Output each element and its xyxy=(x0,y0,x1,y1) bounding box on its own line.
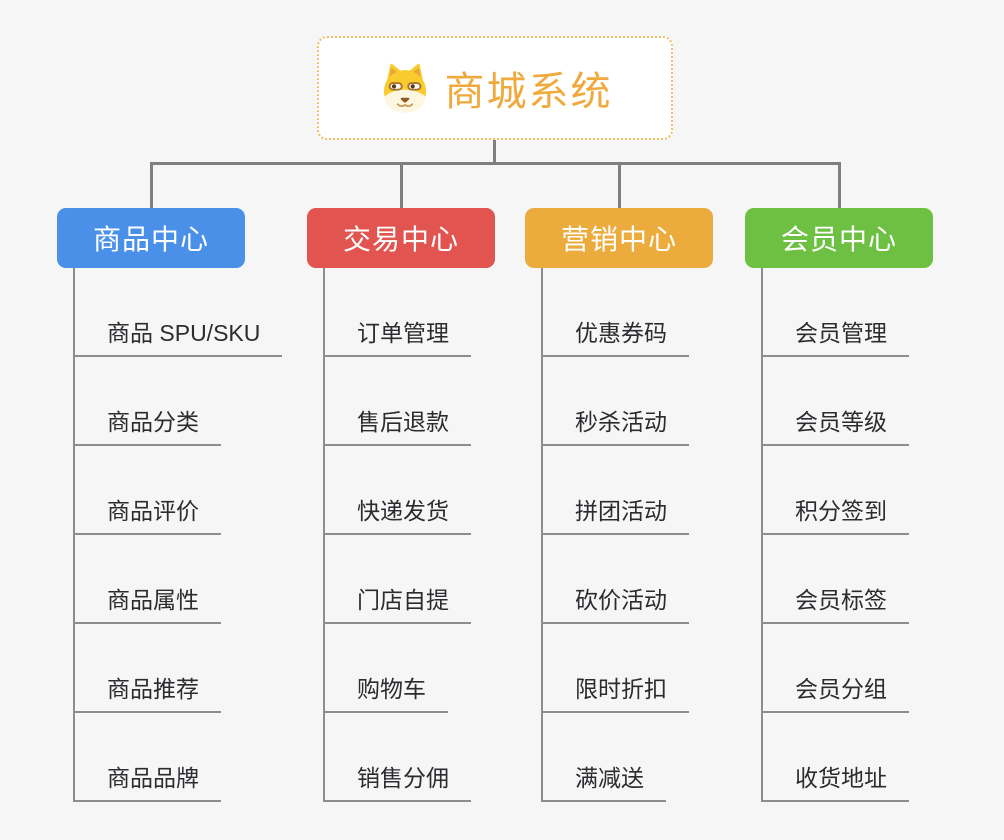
leaf-node: 满减送 xyxy=(541,713,689,802)
leaf-node: 门店自提 xyxy=(323,535,471,624)
dog-face-icon xyxy=(383,63,426,113)
leaf-label[interactable]: 快递发货 xyxy=(323,492,471,535)
connector-leaf-line xyxy=(541,268,543,800)
root-node[interactable]: 商城系统 xyxy=(317,36,673,140)
leaf-label[interactable]: 积分签到 xyxy=(761,492,909,535)
leaf-node: 秒杀活动 xyxy=(541,357,689,446)
connector-leaf-line xyxy=(323,268,325,800)
leaf-label[interactable]: 秒杀活动 xyxy=(541,403,689,446)
connector-branch-drop xyxy=(618,162,621,208)
leaf-node: 售后退款 xyxy=(323,357,471,446)
leaf-label[interactable]: 优惠券码 xyxy=(541,314,689,357)
leaf-label[interactable]: 商品属性 xyxy=(73,581,221,624)
leaf-label[interactable]: 购物车 xyxy=(323,670,448,713)
connector-branch-drop xyxy=(150,162,153,208)
leaf-node: 优惠券码 xyxy=(541,268,689,357)
leaf-node: 积分签到 xyxy=(761,446,909,535)
leaf-label[interactable]: 商品评价 xyxy=(73,492,221,535)
leaf-node: 拼团活动 xyxy=(541,446,689,535)
branch-node[interactable]: 交易中心 xyxy=(307,208,495,268)
branch-label: 商品中心 xyxy=(92,224,209,255)
leaf-column: 优惠券码 秒杀活动 拼团活动 砍价活动 限时折扣 满减送 xyxy=(541,268,689,802)
leaf-label[interactable]: 商品品牌 xyxy=(73,759,221,802)
leaf-column: 订单管理 售后退款 快递发货 门店自提 购物车 销售分佣 xyxy=(323,268,471,802)
leaf-node: 会员标签 xyxy=(761,535,909,624)
connector-branch-drop xyxy=(838,162,841,208)
leaf-node: 商品品牌 xyxy=(73,713,282,802)
leaf-label[interactable]: 会员分组 xyxy=(761,670,909,713)
leaf-label[interactable]: 售后退款 xyxy=(323,403,471,446)
leaf-node: 商品 SPU/SKU xyxy=(73,268,283,357)
leaf-column: 会员管理 会员等级 积分签到 会员标签 会员分组 收货地址 xyxy=(761,268,909,802)
root-title: 商城系统 xyxy=(444,70,613,114)
leaf-label[interactable]: 销售分佣 xyxy=(323,759,471,802)
leaf-label[interactable]: 订单管理 xyxy=(323,314,471,357)
leaf-node: 收货地址 xyxy=(761,713,909,802)
leaf-node: 订单管理 xyxy=(323,268,471,357)
connector-leaf-line xyxy=(73,268,75,800)
leaf-label[interactable]: 满减送 xyxy=(541,759,666,802)
connector-leaf-line xyxy=(761,268,763,800)
leaf-node: 商品推荐 xyxy=(73,624,282,713)
leaf-node: 会员分组 xyxy=(761,624,909,713)
leaf-node: 购物车 xyxy=(323,624,471,713)
leaf-node: 商品属性 xyxy=(73,535,282,624)
connector-root-stub xyxy=(493,140,496,164)
leaf-node: 砍价活动 xyxy=(541,535,689,624)
connector-bus xyxy=(150,162,841,165)
leaf-label[interactable]: 会员等级 xyxy=(761,403,909,446)
leaf-node: 会员管理 xyxy=(761,268,909,357)
leaf-label[interactable]: 商品推荐 xyxy=(73,670,221,713)
leaf-node: 限时折扣 xyxy=(541,624,689,713)
leaf-label[interactable]: 收货地址 xyxy=(761,759,909,802)
leaf-node: 快递发货 xyxy=(323,446,471,535)
leaf-node: 商品分类 xyxy=(73,357,282,446)
leaf-label[interactable]: 会员管理 xyxy=(761,314,909,357)
branch-label: 会员中心 xyxy=(780,224,897,255)
leaf-node: 商品评价 xyxy=(73,446,282,535)
leaf-label[interactable]: 商品 SPU/SKU xyxy=(73,314,283,357)
leaf-label[interactable]: 门店自提 xyxy=(323,581,471,624)
connector-branch-drop xyxy=(400,162,403,208)
leaf-label[interactable]: 商品分类 xyxy=(73,403,221,446)
branch-label: 营销中心 xyxy=(560,224,677,255)
leaf-label[interactable]: 砍价活动 xyxy=(541,581,689,624)
branch-node[interactable]: 营销中心 xyxy=(525,208,713,268)
branch-node[interactable]: 会员中心 xyxy=(745,208,933,268)
leaf-node: 会员等级 xyxy=(761,357,909,446)
leaf-column: 商品 SPU/SKU 商品分类 商品评价 商品属性 商品推荐 商品品牌 xyxy=(73,268,283,802)
leaf-label[interactable]: 拼团活动 xyxy=(541,492,689,535)
leaf-label[interactable]: 限时折扣 xyxy=(541,670,689,713)
branch-label: 交易中心 xyxy=(342,224,459,255)
leaf-node: 销售分佣 xyxy=(323,713,471,802)
branch-node[interactable]: 商品中心 xyxy=(57,208,245,268)
leaf-label[interactable]: 会员标签 xyxy=(761,581,909,624)
